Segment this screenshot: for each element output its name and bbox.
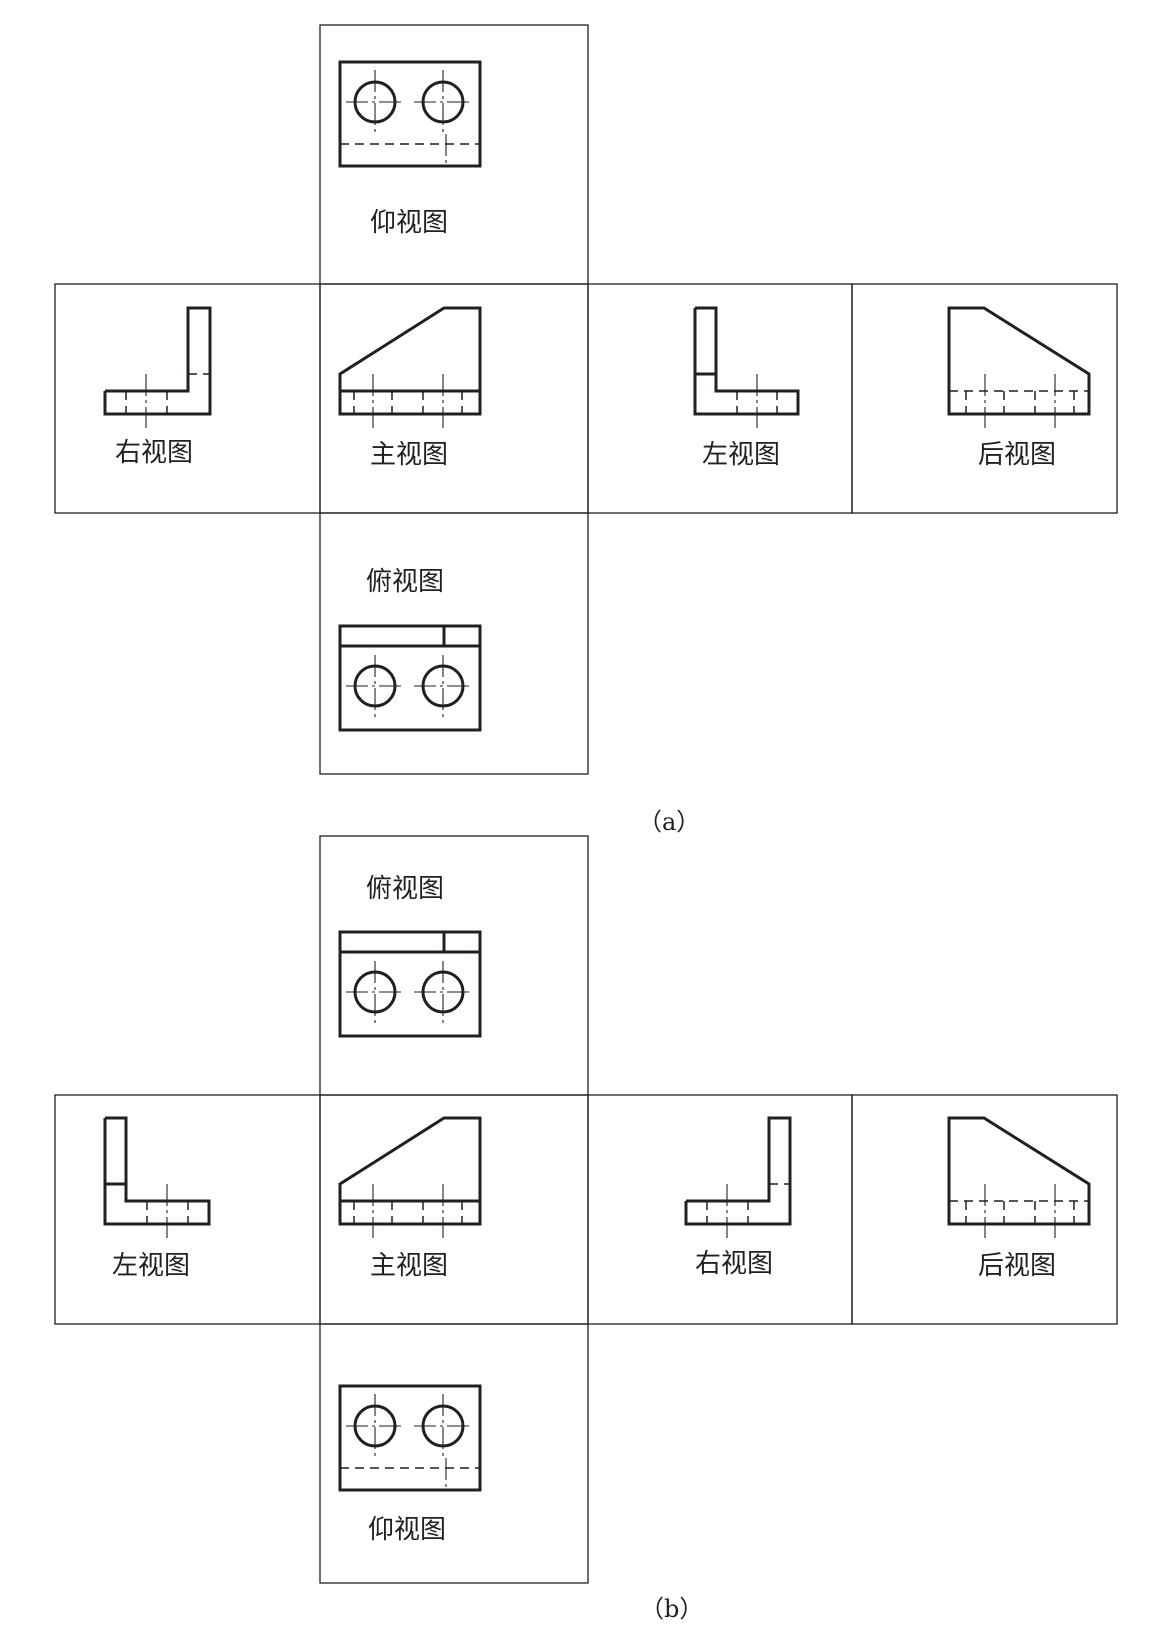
front-view-drawing-b	[338, 1116, 482, 1238]
right-view-drawing-a	[103, 306, 212, 428]
back-view-label-b: 后视图	[978, 1251, 1056, 1281]
right-view-label-a: 右视图	[115, 438, 193, 468]
bottom-view-drawing-b	[338, 1384, 482, 1492]
bottom-view-label-b: 仰视图	[368, 1515, 446, 1545]
top-view-label-a: 俯视图	[366, 567, 444, 597]
front-view-label-b: 主视图	[370, 1251, 448, 1281]
frame-bottom-view-b	[319, 1323, 589, 1584]
frame-front-view-b	[319, 1094, 589, 1325]
right-view-label-b: 右视图	[695, 1249, 773, 1279]
top-view-label-b: 俯视图	[366, 874, 444, 904]
back-view-label-a: 后视图	[978, 440, 1056, 470]
caption-a: （a）	[638, 808, 700, 836]
frame-right-view-b	[587, 1094, 853, 1325]
frame-left-view-a	[587, 283, 853, 514]
bottom-view-drawing-a	[338, 60, 482, 168]
right-view-drawing-b	[684, 1116, 792, 1238]
layout-b: 俯视图 左视图	[54, 835, 1118, 1623]
left-view-label-a: 左视图	[702, 440, 780, 470]
caption-b: （b）	[640, 1595, 703, 1623]
top-view-drawing-b	[338, 930, 482, 1038]
left-view-drawing-b	[103, 1116, 211, 1238]
top-view-drawing-a	[338, 624, 482, 732]
frame-back-view-b	[851, 1094, 1118, 1325]
back-view-drawing-b	[947, 1116, 1091, 1238]
frame-top-view-b	[319, 835, 589, 1096]
frame-top-view-a	[319, 512, 589, 775]
layout-a: 仰视图 右视图 主视图 左视	[54, 24, 1118, 836]
frame-back-view-a	[851, 283, 1118, 514]
front-view-drawing-a	[338, 306, 482, 428]
frame-front-view-a	[319, 283, 589, 514]
left-view-label-b: 左视图	[112, 1251, 190, 1281]
frame-bottom-view-a	[319, 24, 589, 285]
front-view-label-a: 主视图	[370, 440, 448, 470]
back-view-drawing-a	[947, 306, 1091, 428]
left-view-drawing-a	[693, 306, 800, 428]
bottom-view-label-a: 仰视图	[370, 208, 448, 238]
